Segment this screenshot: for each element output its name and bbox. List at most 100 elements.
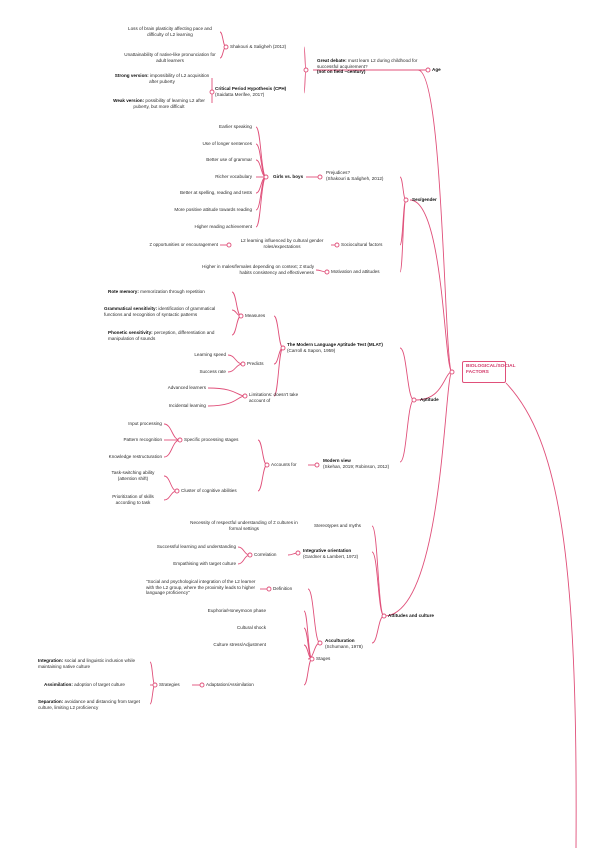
rote-memory-item: Rote memory: memorization through repeti… [108,289,205,294]
junction-dot [152,682,158,688]
junction-dot [209,89,215,95]
culture-stress-item: Culture stress/Adjustment [213,642,266,647]
adaptation-node[interactable]: Adaptation/Assimilation [206,682,254,687]
junction-dot [240,361,246,367]
advanced-learners-item: Advanced learners [167,385,206,390]
connector-path [417,69,453,373]
accounts-for-node[interactable]: Accounts for [271,462,297,467]
girls-item-2: Use of longer sentences [202,141,252,146]
pronunciation-item: Unattainability of native-like pronuncia… [124,52,216,63]
success-rate-item: Success rate [199,369,226,374]
connector-path [409,199,453,373]
knowledge-restructuration-item: Knowledge restructuration [108,454,162,459]
girls-item-1: Earlier speaking [219,124,252,129]
opportunities-item: ≠ opportunities or encouragement [149,242,218,247]
junction-dot [199,682,205,688]
junction-dot [317,640,323,646]
junction-dot [295,550,301,556]
connector-path [163,439,181,458]
measures-node[interactable]: Measures [245,313,266,318]
connector-path [207,387,246,397]
branch-attitudes-culture[interactable]: Attitudes and culture [388,613,434,618]
root-node[interactable]: BIOLOGICAL/SOCIAL FACTORS [462,361,516,383]
cph-strong-item: Strong version: impossibility of L2 acqu… [114,73,210,84]
connector-path [371,551,385,617]
branch-sex-gender[interactable]: Sex/gender [412,197,437,202]
stereotypes-node[interactable]: Stereotypes and myths [314,523,361,528]
connector-path [273,315,284,349]
processing-stages-node[interactable]: Specific processing stages [184,437,239,442]
definition-detail-item: "Social and psychological integration of… [146,579,256,596]
cph-weak-item: Weak version: possibility of learning L2… [113,98,205,109]
connector-path [227,354,244,365]
great-debate-node[interactable]: Great debate: must learn L2 during child… [317,58,418,75]
girls-item-5: Better at spelling, reading and tests [179,190,252,195]
definition-node[interactable]: Definition [273,586,293,591]
predicts-node[interactable]: Predicts [247,361,264,366]
junction-dot [242,393,248,399]
prioritization-item: Prioritization of skills according to ta… [112,494,154,505]
junction-dot [411,397,417,403]
shakouri-node[interactable]: Shakouri & Saligheh (2012) [230,44,287,49]
loss-plasticity-item: Loss of brain plasticity affecting pace … [128,26,212,37]
sociocultural-node[interactable]: Sociocultural factors [341,242,383,247]
cognitive-cluster-node[interactable]: Cluster of cognitive abilities [181,488,237,493]
connector-path [303,658,313,686]
grammatical-sensitivity-item: Grammatical sensitivity: identification … [104,306,216,317]
girls-item-3: Better use of grammar [206,157,252,162]
junction-dot [334,242,340,248]
girls-item-4: Richer vocabulary [215,174,252,179]
connector-path [399,347,415,401]
junction-dot [177,437,183,443]
correlation-node[interactable]: Correlation [254,552,277,557]
junction-dot [381,613,387,619]
successful-learning-item: Successful learning and understanding [156,544,236,549]
stereotypes-detail-item: Necessity of respectful understanding of… [190,520,298,531]
girls-item-6: More positive attitude towards reading [174,207,252,212]
junction-dot [303,67,309,73]
branch-age[interactable]: Age [432,67,441,72]
cultural-shock-item: Cultural shock [236,625,266,630]
connector-path [207,395,246,407]
mlat-node[interactable]: The Modern Language Aptitude Test (MLAT)… [287,342,383,353]
gender-roles-item: L2 learning influenced by cultural gende… [240,238,324,249]
connector-path [415,371,453,401]
limitations-node[interactable]: Limitations: doesn't take account of [249,392,299,403]
connector-path [399,199,407,273]
learning-speed-item: Learning speed [194,352,226,357]
junction-dot [425,67,431,73]
modern-view-node[interactable]: Modern view(Skehan, 2019; Robinson, 2012… [323,458,390,469]
connector-path [149,661,156,686]
connector-path [163,423,181,441]
connector-path [227,363,244,373]
incidental-learning-item: Incidental learning [168,403,206,408]
acculturation-node[interactable]: Acculturation(Schumann, 1978) [325,638,363,649]
connector-path [371,525,385,617]
strategies-node[interactable]: Strategies [159,682,180,687]
cph-node[interactable]: Critical Period Hypothesis (CPH)(Saidatt… [215,86,287,97]
junction-dot [264,462,270,468]
integrative-node[interactable]: Integrative orientation(Gardner & Lamber… [303,548,359,559]
junction-dot [226,242,232,248]
junction-dot [317,174,323,180]
prejudices-node[interactable]: Prejudices?(Shakouri & Saligheh, 2012) [326,170,384,181]
motivation-detail-item: Higher in males/females depending on con… [202,264,314,275]
separation-item: Separation: avoidance and distancing fro… [38,699,140,710]
motivation-node[interactable]: Motivation and attitudes [331,269,380,274]
girls-item-7: Higher reading achievement [194,224,252,229]
connector-path [257,464,268,492]
junction-dot [223,44,229,50]
integration-item: Integration: social and linguistic inclu… [38,658,136,669]
branch-aptitude[interactable]: Aptitude [420,397,439,402]
task-switching-item: Task-switching ability (attention shift) [111,470,155,481]
empathising-item: Empathising with target culture [173,561,236,566]
junction-dot [309,656,315,662]
girls-vs-boys-node[interactable]: Girls vs. boys [273,174,304,179]
connector-path [163,475,178,492]
stages-node[interactable]: Stages [316,656,331,661]
junction-dot [280,345,286,351]
connector-path [231,315,242,336]
junction-dot [449,369,455,375]
